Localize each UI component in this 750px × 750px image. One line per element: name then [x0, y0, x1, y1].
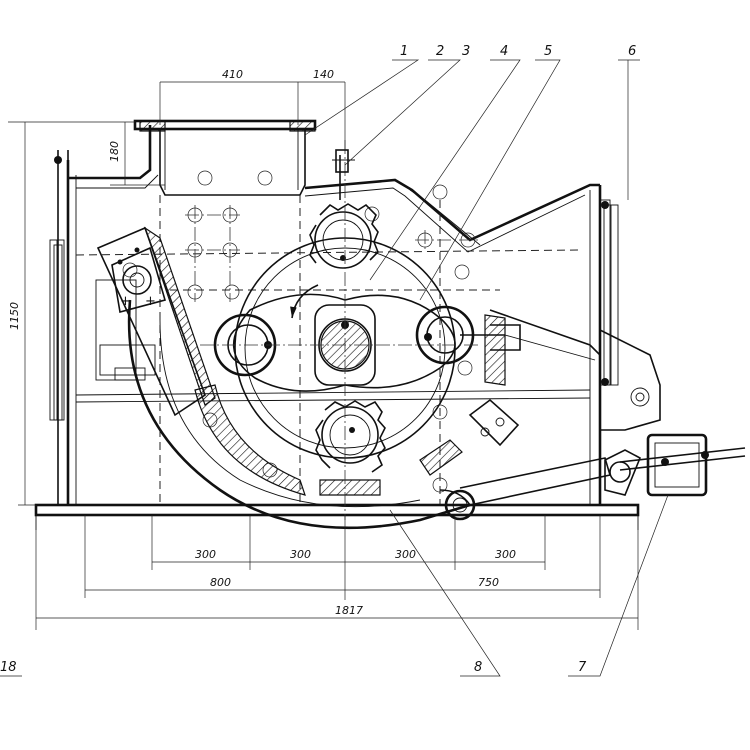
callout-18: 18	[0, 660, 17, 675]
svg-text:+: +	[145, 294, 156, 309]
dimension-texts: 410 140 180 1150 300 300 300 300 800 750…	[8, 68, 516, 617]
dim-1150: 1150	[8, 302, 21, 330]
dim-300-c: 300	[395, 548, 416, 561]
dim-300-b: 300	[290, 548, 311, 561]
callout-5: 5	[544, 44, 552, 59]
dim-410: 410	[222, 68, 243, 81]
dimension-lines	[8, 81, 639, 630]
callout-texts: 1 2 3 4 5 6 8 7 18	[0, 44, 636, 675]
right-mechanisms	[53, 149, 746, 521]
svg-text:+: +	[120, 294, 131, 309]
callout-3: 3	[462, 44, 470, 59]
rotor-assembly	[127, 140, 521, 530]
callout-7: 7	[578, 660, 587, 675]
dim-800: 800	[210, 576, 231, 589]
dim-1817: 1817	[335, 604, 363, 617]
callout-2: 2	[436, 44, 444, 59]
dim-180: 180	[108, 141, 121, 162]
leader-lines	[0, 59, 669, 677]
callout-6: 6	[628, 44, 636, 59]
dim-140: 140	[313, 68, 334, 81]
dim-300-d: 300	[495, 548, 516, 561]
callout-4: 4	[500, 44, 508, 59]
callout-1: 1	[400, 44, 408, 59]
swing-jaw: + +	[96, 226, 216, 417]
callout-8: 8	[474, 660, 482, 675]
dim-300-a: 300	[195, 548, 216, 561]
dim-750: 750	[478, 576, 499, 589]
